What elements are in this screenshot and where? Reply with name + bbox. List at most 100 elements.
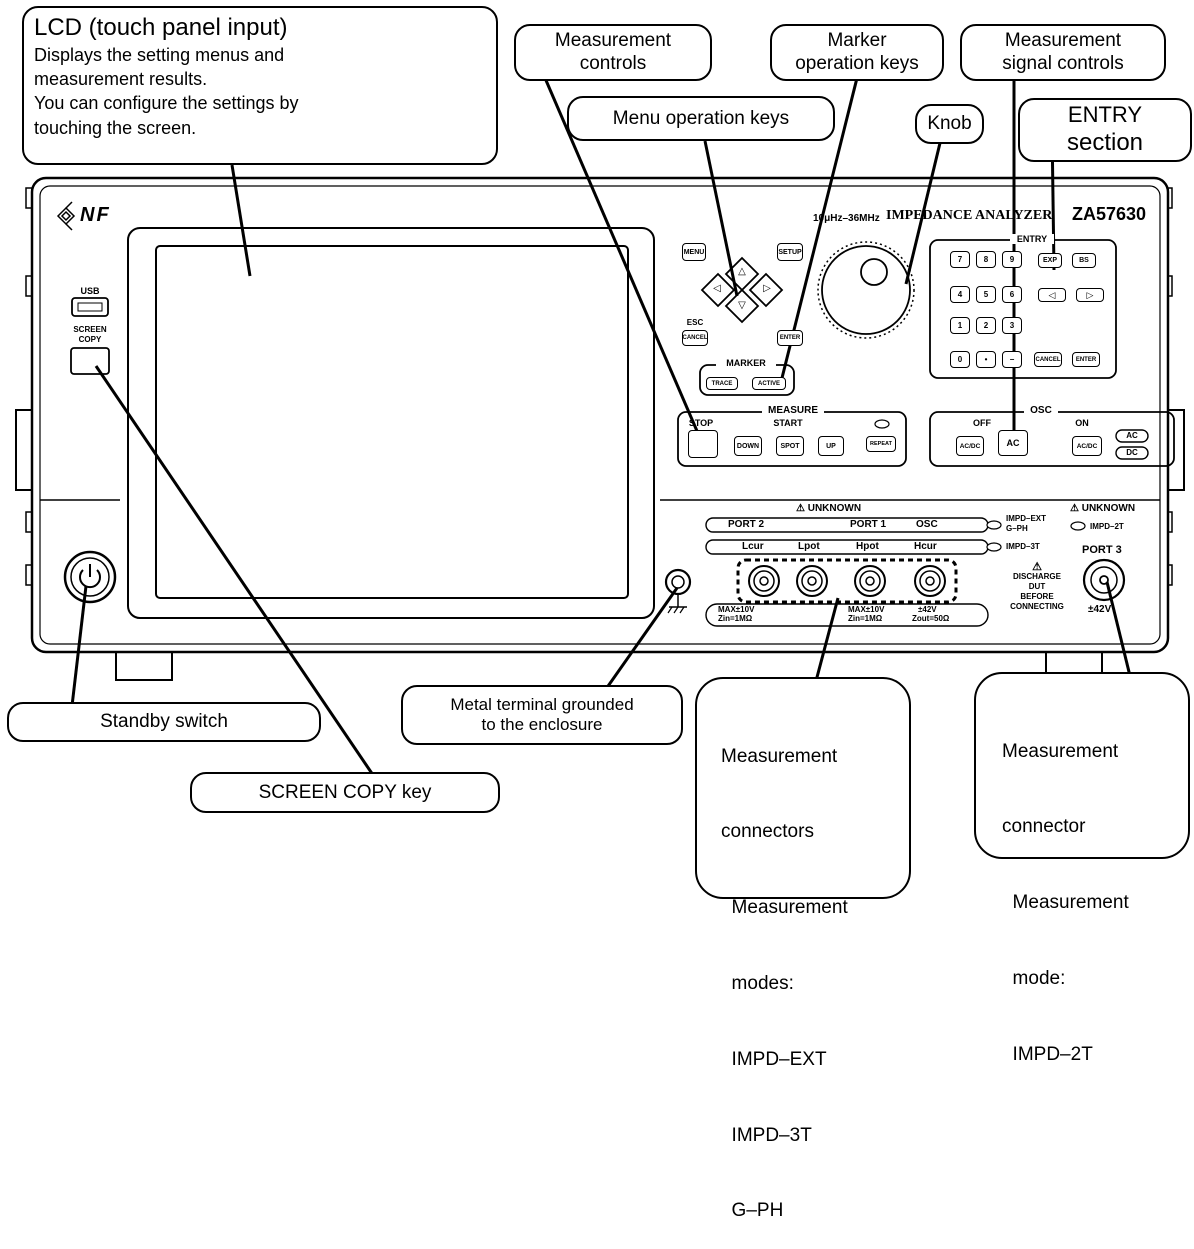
freq-range-label: 10μHz–36MHz [813,213,880,224]
repeat-button[interactable]: REPEAT [866,436,896,452]
osc-on-acdc-button[interactable]: AC/DC [1072,436,1102,456]
key-6[interactable]: 6 [1002,286,1022,303]
callout-marker-keys-line1: Marker [827,29,887,51]
callout-connectors-line6: IMPD–3T [721,1124,812,1146]
cancel-button[interactable]: CANCEL [682,330,708,346]
osc-off-acdc-button[interactable]: AC/DC [956,436,984,456]
up-button[interactable]: UP [818,436,844,456]
gph-label: G–PH [1006,524,1028,533]
spot-button[interactable]: SPOT [776,436,804,456]
down-arrow-icon[interactable]: ▽ [738,300,746,311]
callout-measurement-controls-line2: controls [579,52,647,74]
spec-mid-1: MAX±10V [848,605,885,614]
impd-2t-label: IMPD–2T [1090,522,1124,531]
measure-group-label: MEASURE [762,405,824,416]
terminal-lcur-label: Lcur [742,541,764,552]
entry-left-arrow-icon[interactable]: ◁ [1038,288,1066,302]
callout-connectors-line2: connectors [721,821,814,843]
unknown-right-label: ⚠ UNKNOWN [1070,503,1136,514]
screen-copy-label-1: SCREEN [73,325,107,334]
bnc-hpot[interactable] [855,566,885,596]
terminal-hpot-label: Hpot [856,541,879,552]
callout-standby: Standby switch [7,702,321,742]
key-9[interactable]: 9 [1002,251,1022,268]
key-0[interactable]: 0 [950,351,970,368]
callout-marker-keys-line2: operation keys [795,52,919,74]
callout-connector-2t-line3: Measurement [1002,892,1129,914]
callout-signal-controls: Measurement signal controls [960,24,1166,81]
spec-right-1: ±42V [918,605,937,614]
marker-group-label: MARKER [716,358,776,368]
terminal-hcur-label: Hcur [914,541,937,552]
port2-label: PORT 2 [728,519,765,530]
key-2[interactable]: 2 [976,317,996,334]
discharge-warning-icon: ⚠ [1032,561,1042,573]
osc-port-label: OSC [916,519,938,530]
key-5[interactable]: 5 [976,286,996,303]
osc-off-label: OFF [968,418,996,428]
device-model: ZA57630 [1072,204,1147,224]
key-1[interactable]: 1 [950,317,970,334]
key-8[interactable]: 8 [976,251,996,268]
bnc-lcur[interactable] [749,566,779,596]
screen-copy-button[interactable] [71,348,109,374]
bs-button[interactable]: BS [1072,253,1096,268]
stop-label: STOP [688,418,714,428]
key-minus[interactable]: − [1002,351,1022,368]
callout-measurement-controls-line1: Measurement [554,29,672,51]
bnc-port3[interactable] [1084,560,1124,600]
device-title: IMPEDANCE ANALYZER [886,208,1053,223]
callout-signal-controls-line1: Measurement [1004,29,1122,51]
up-arrow-icon[interactable]: △ [738,266,746,277]
osc-on-label: ON [1075,418,1089,428]
trace-button[interactable]: TRACE [706,377,738,390]
impd-3t-label: IMPD–3T [1006,542,1040,551]
callout-entry: ENTRY section [1018,98,1192,162]
key-3[interactable]: 3 [1002,317,1022,334]
stop-button[interactable] [688,430,718,458]
left-arrow-icon[interactable]: ◁ [713,283,721,294]
usb-label: USB [80,286,100,296]
entry-cancel-button[interactable]: CANCEL [1034,352,1062,367]
osc-ac-indicator: AC [1126,431,1138,440]
unknown-label: ⚠ UNKNOWN [796,503,862,514]
spec-left-1: MAX±10V [718,605,755,614]
standby-switch[interactable] [65,552,115,602]
right-arrow-icon[interactable]: ▷ [763,283,771,294]
callout-ground: Metal terminal grounded to the enclosure [401,685,683,745]
spec-mid-2: Zin=1MΩ [848,614,883,623]
entry-right-arrow-icon[interactable]: ▷ [1076,288,1104,302]
callout-connectors-line4: modes: [721,972,794,994]
down-button[interactable]: DOWN [734,436,762,456]
callout-entry-line1: ENTRY [1067,102,1143,128]
bnc-hcur[interactable] [915,566,945,596]
callout-lcd-title: LCD (touch panel input) [34,14,288,41]
bnc-lpot[interactable] [797,566,827,596]
port3-label: PORT 3 [1082,544,1122,556]
usb-port[interactable] [72,298,108,316]
key-7[interactable]: 7 [950,251,970,268]
callout-measurement-controls: Measurement controls [514,24,712,81]
active-button[interactable]: ACTIVE [752,377,786,390]
callout-knob: Knob [915,104,984,144]
key-dot[interactable]: • [976,351,996,368]
enter-button[interactable]: ENTER [777,330,803,346]
port1-label: PORT 1 [850,519,887,530]
callout-connectors-line3: Measurement [721,897,848,919]
callout-lcd-desc-3: You can configure the settings by [34,93,299,114]
entry-enter-button[interactable]: ENTER [1072,352,1100,367]
knob[interactable] [822,246,910,334]
callout-connector-2t-line4: mode: [1002,967,1066,989]
callout-screen-copy: SCREEN COPY key [190,772,500,813]
menu-button[interactable]: MENU [682,243,706,261]
callout-connector-2t-line1: Measurement [1002,740,1119,762]
exp-button[interactable]: EXP [1038,253,1062,268]
setup-button[interactable]: SETUP [777,243,803,261]
ground-terminal [666,570,690,594]
key-4[interactable]: 4 [950,286,970,303]
callout-lcd-desc-1: Displays the setting menus and [34,44,285,65]
callout-connectors-line5: IMPD–EXT [721,1048,827,1070]
lcd-touch-screen[interactable] [156,246,628,598]
osc-off-ac-button[interactable]: AC [998,430,1028,456]
callout-menu-keys: Menu operation keys [567,96,835,141]
